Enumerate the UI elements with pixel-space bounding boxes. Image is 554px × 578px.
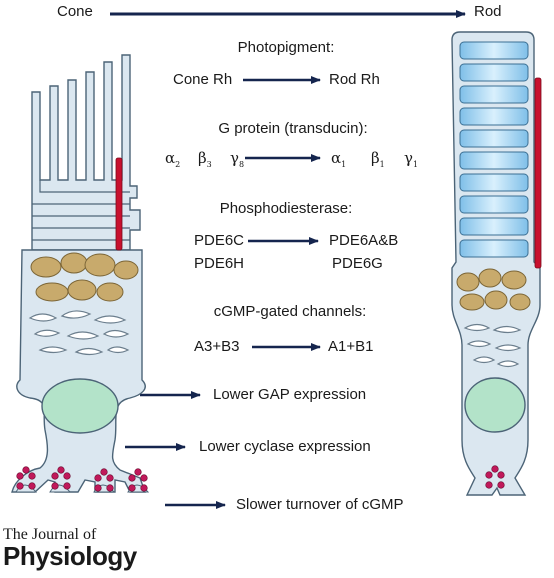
cone-mitochondria — [30, 252, 139, 302]
cone-property-gap: Lower GAP expression — [213, 386, 367, 403]
rod-mitochondria — [456, 268, 531, 311]
rod-discs — [459, 41, 529, 258]
cone-red-bar — [115, 157, 123, 251]
journal-logo-line2: Physiology — [3, 541, 137, 571]
cone-property-cgmp: Slower turnover of cGMP — [236, 496, 404, 513]
pde-cone-1: PDE6C — [194, 232, 245, 249]
transducin-cone-beta: β3 — [198, 149, 212, 169]
cone-lamellae — [32, 180, 130, 241]
pde-title: Phosphodiesterase: — [219, 200, 353, 217]
header-to-label: Rod — [474, 3, 502, 20]
cone-synapses — [15, 466, 150, 493]
journal-logo: The Journal of Physiology — [3, 526, 137, 571]
pde-rod-2: PDE6G — [332, 255, 383, 272]
channels-title: cGMP-gated channels: — [213, 303, 367, 320]
rod-cell — [451, 31, 541, 496]
rod-body — [451, 31, 541, 496]
cone-property-cyclase: Lower cyclase expression — [199, 438, 371, 455]
channels-cone: A3+B3 — [194, 338, 240, 355]
photopigment-cone: Cone Rh — [173, 71, 233, 88]
header-from-label: Cone — [57, 3, 93, 20]
rod-nucleus — [464, 377, 526, 433]
pde-cone-2: PDE6H — [194, 255, 245, 272]
transducin-rod-beta: β1 — [371, 149, 385, 169]
channels-rod: A1+B1 — [328, 338, 374, 355]
transducin-title: G protein (transducin): — [218, 120, 368, 137]
journal-logo-line1: The Journal of — [3, 526, 97, 543]
rod-red-bar — [534, 77, 542, 269]
transducin-rod-alpha: α1 — [331, 149, 347, 169]
transducin-rod-gamma: γ1 — [404, 149, 419, 169]
photopigment-title: Photopigment: — [237, 39, 335, 56]
cone-nucleus — [41, 378, 119, 434]
transducin-cone-alpha: α2 — [165, 149, 181, 169]
transducin-cone-gamma: γ8 — [230, 149, 245, 169]
rod-synapse — [485, 465, 505, 489]
cone-outer-segment — [31, 54, 141, 251]
cone-er — [28, 310, 130, 356]
pde-rod-1: PDE6A&B — [329, 232, 399, 249]
rod-er — [463, 323, 522, 368]
photopigment-rod: Rod Rh — [329, 71, 380, 88]
